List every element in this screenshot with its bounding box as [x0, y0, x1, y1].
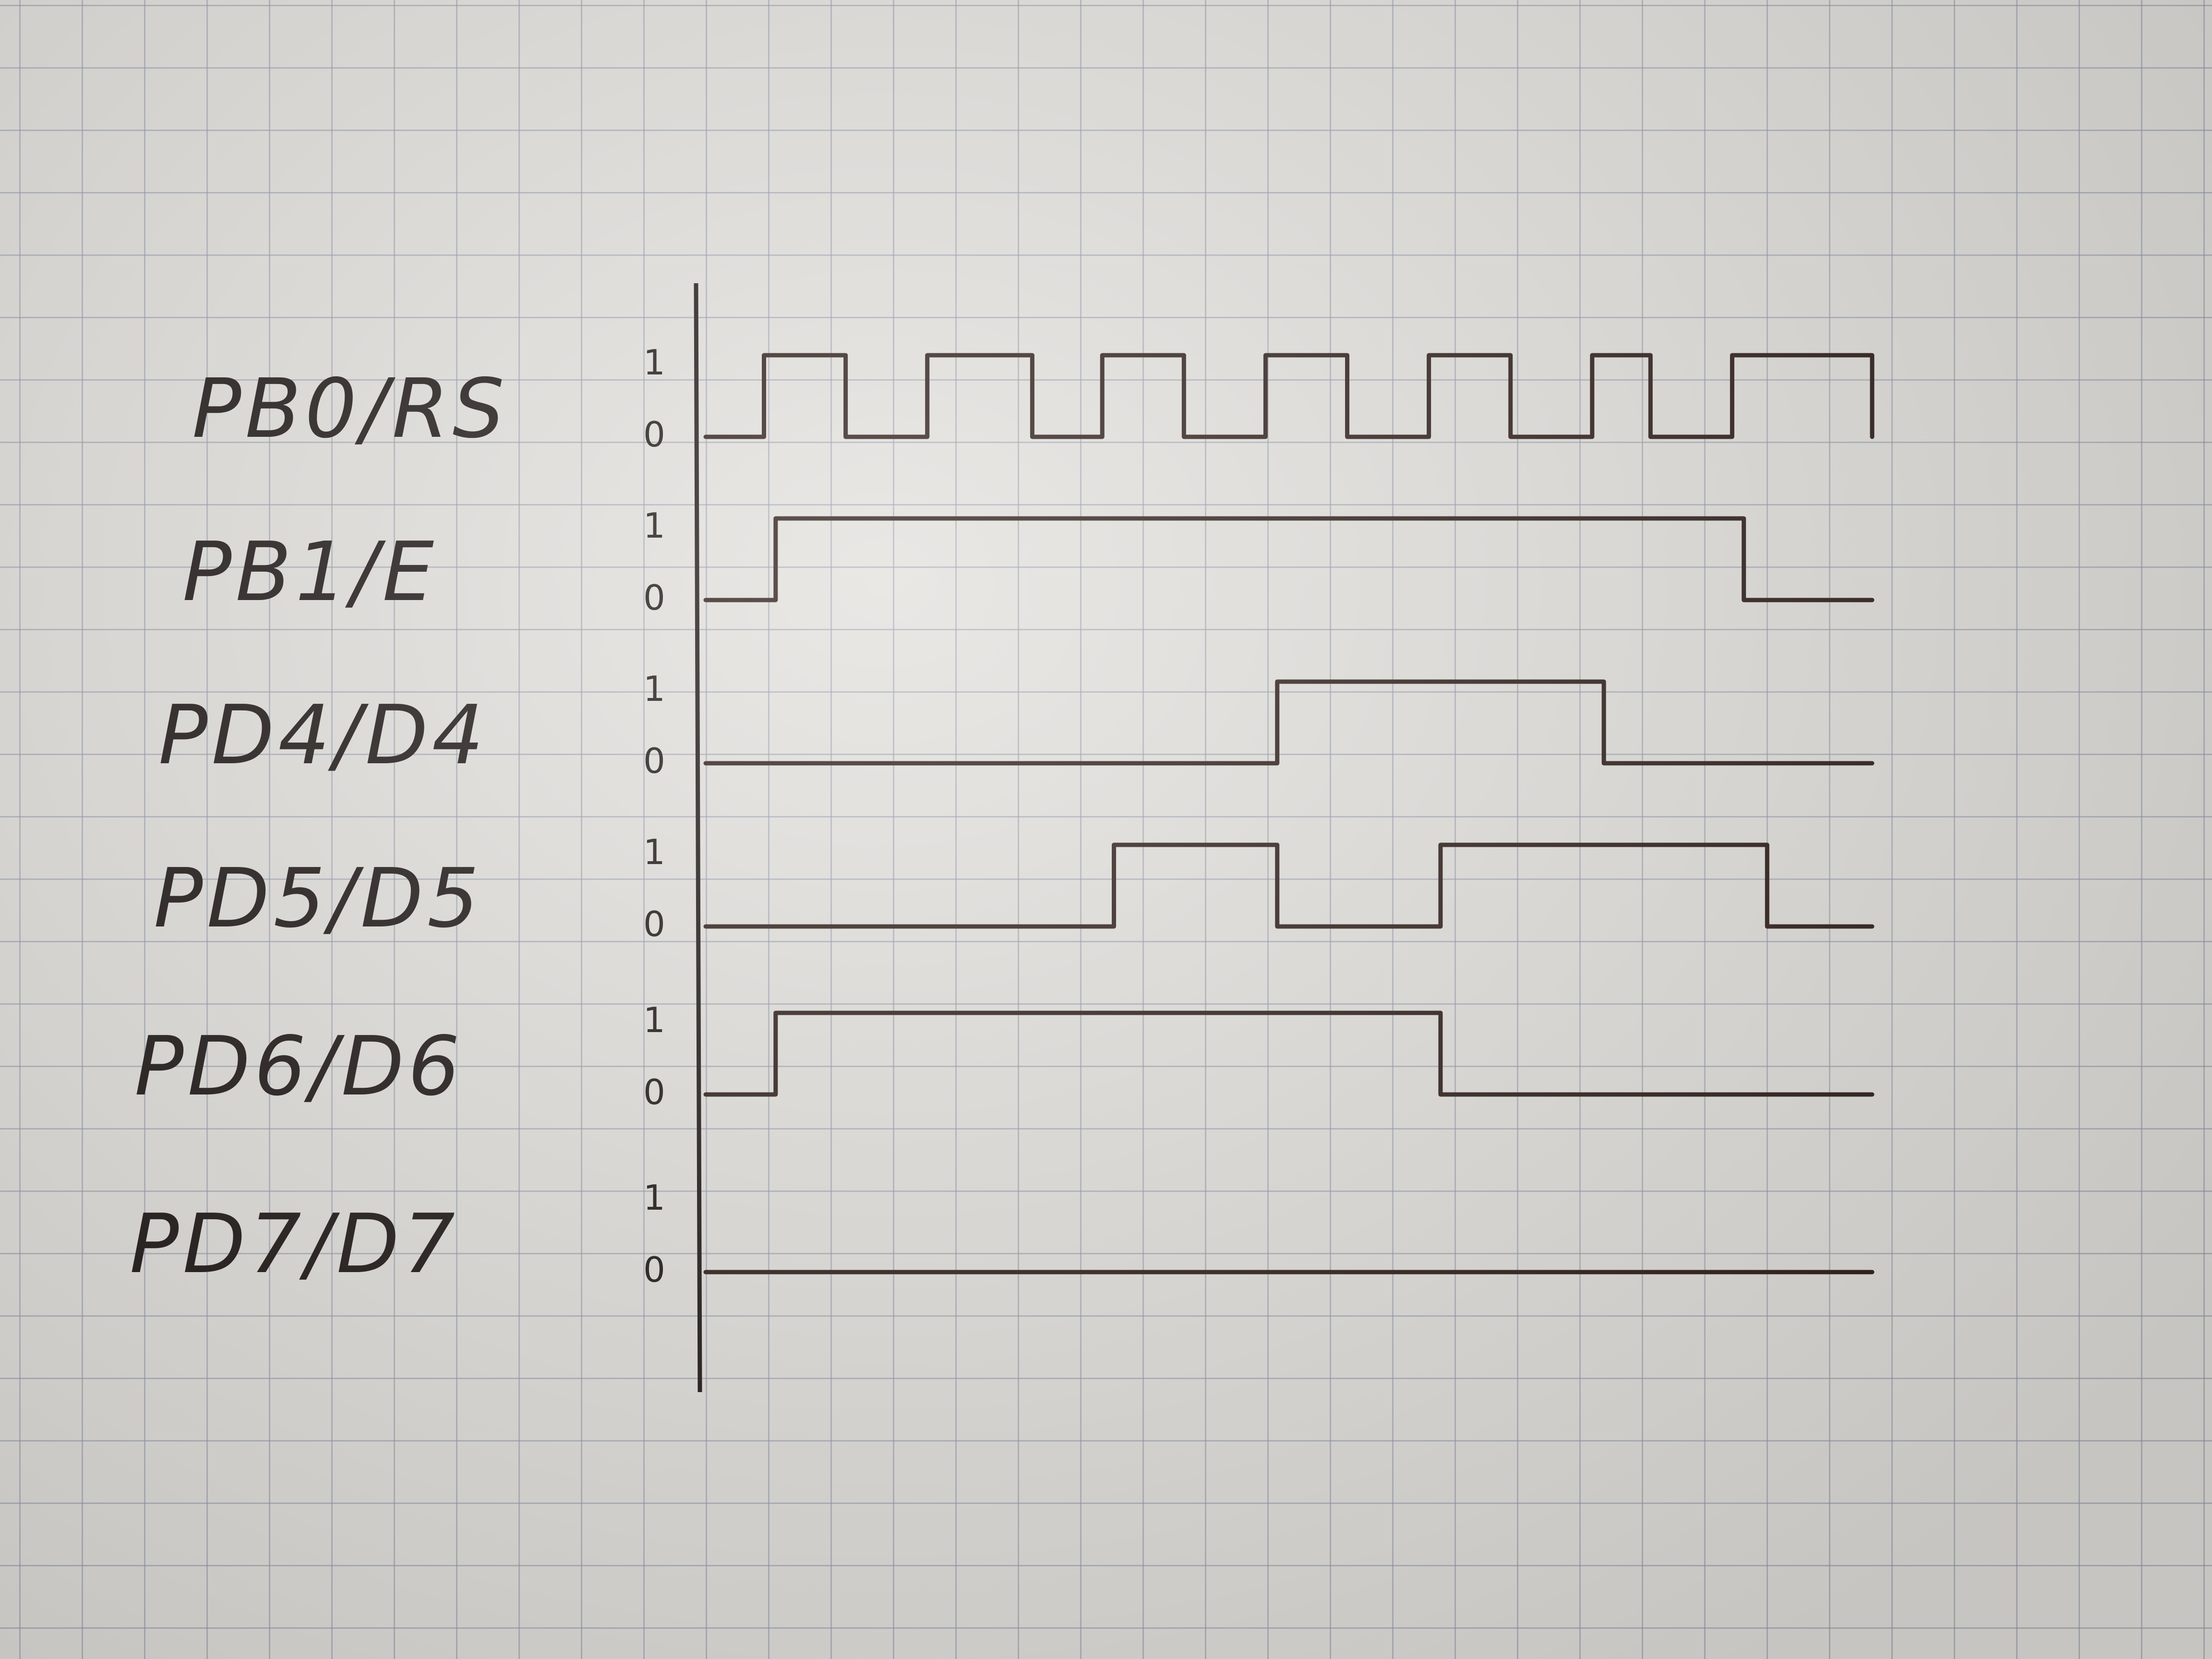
signal-label: PD7/D7 [130, 1197, 459, 1292]
waveform [703, 842, 1875, 929]
waveform [703, 1010, 1875, 1097]
level-high-label: 1 [643, 1000, 665, 1040]
signal-label: PD4/D4 [158, 688, 488, 783]
signal-label: PB1/E [182, 525, 438, 620]
level-high-label: 1 [643, 832, 665, 872]
waveform [703, 679, 1875, 766]
waveform [703, 353, 1875, 439]
waveform [703, 516, 1875, 602]
level-high-label: 1 [643, 505, 665, 546]
level-low-label: 0 [643, 577, 665, 618]
level-low-label: 0 [643, 414, 665, 455]
level-high-label: 1 [643, 669, 665, 709]
signal-label: PD6/D6 [134, 1019, 464, 1114]
signal-label: PD5/D5 [154, 851, 483, 946]
level-low-label: 0 [643, 1250, 665, 1290]
level-low-label: 0 [643, 741, 665, 781]
level-high-label: 1 [643, 1178, 665, 1218]
level-low-label: 0 [643, 1072, 665, 1112]
level-low-label: 0 [643, 904, 665, 944]
signal-label: PB0/RS [192, 361, 508, 457]
time-axis [694, 283, 702, 1393]
level-high-label: 1 [643, 342, 665, 383]
